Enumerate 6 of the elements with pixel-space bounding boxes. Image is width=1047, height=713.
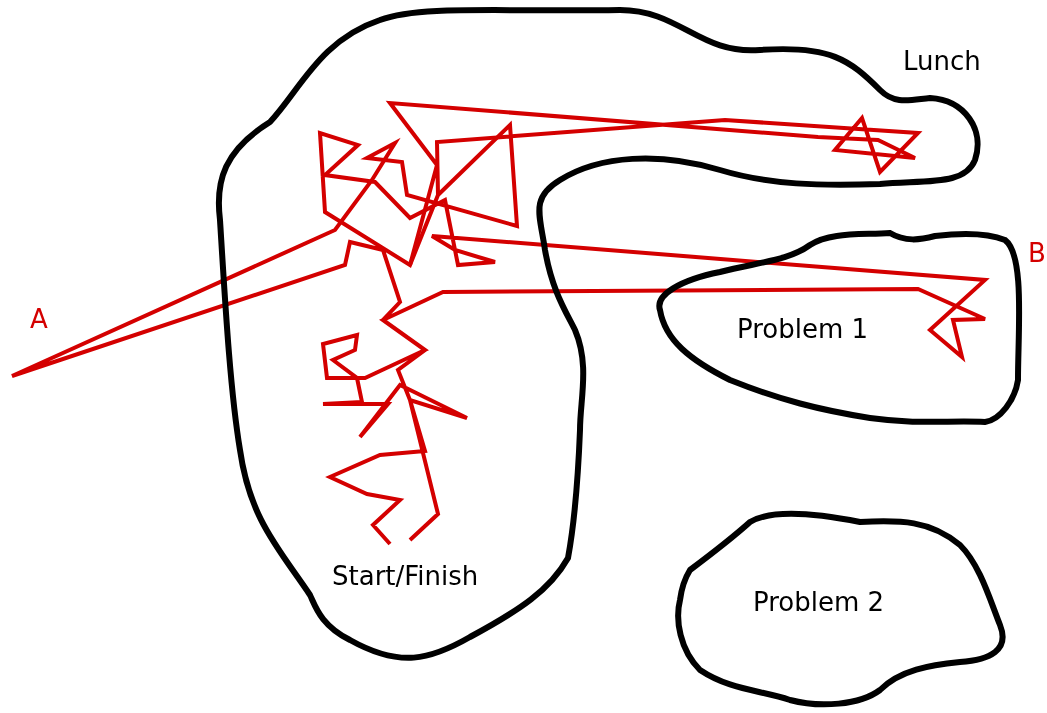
region-label: Lunch xyxy=(903,46,981,76)
region-label: Start/Finish xyxy=(332,561,479,591)
point-label: B xyxy=(1028,238,1046,268)
region-label: Problem 1 xyxy=(737,314,869,344)
region-label: Problem 2 xyxy=(753,587,885,617)
point-label: A xyxy=(30,304,48,334)
